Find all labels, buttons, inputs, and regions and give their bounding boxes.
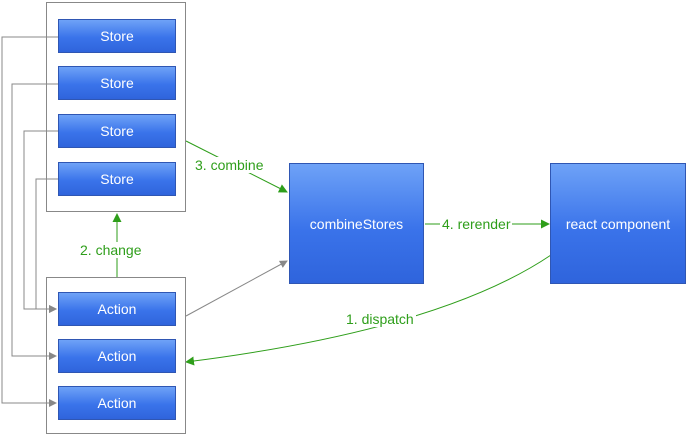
store-group-frame: [46, 2, 186, 212]
combine-stores-box: combineStores: [289, 163, 424, 284]
action-box-3: Action: [58, 386, 176, 420]
change-edge-label: 2. change: [78, 242, 144, 258]
action-box-1: Action: [58, 292, 176, 326]
action-group-frame: [46, 277, 186, 434]
store-box-3: Store: [58, 114, 176, 148]
rerender-edge-label: 4. rerender: [440, 216, 513, 232]
action-box-2: Action: [58, 339, 176, 373]
store-box-4: Store: [58, 162, 176, 196]
combine-edge-label: 3. combine: [193, 157, 266, 173]
store-1-to-action-3-wire: [1, 36, 58, 407]
store-2-to-action-2-wire: [11, 83, 58, 360]
store-box-1: Store: [58, 19, 176, 53]
dispatch-edge-label: 1. dispatch: [344, 311, 416, 327]
actions-to-combine-arrow: [185, 260, 288, 317]
react-component-box: react component: [550, 163, 686, 284]
store-box-2: Store: [58, 66, 176, 100]
